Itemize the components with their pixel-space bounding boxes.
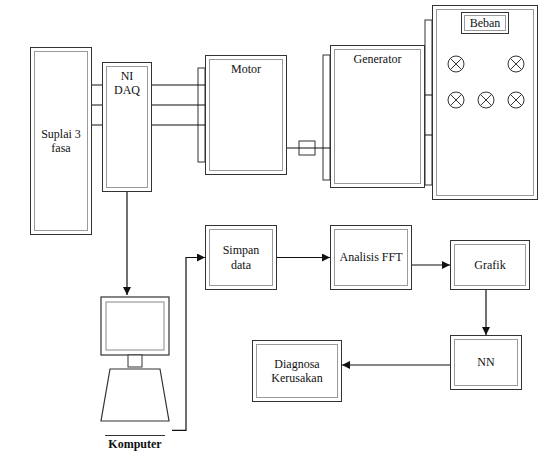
supply-box: Suplai 3 fasa bbox=[30, 47, 92, 235]
process-box: NN bbox=[450, 335, 522, 390]
power-line bbox=[92, 85, 102, 125]
signal-arrow bbox=[126, 192, 127, 295]
generator-flange bbox=[323, 55, 330, 180]
flow-arrow bbox=[485, 290, 486, 335]
box-label: Beban bbox=[461, 12, 510, 34]
process-box: Diagnosa Kerusakan bbox=[252, 340, 342, 402]
box-label: Diagnosa Kerusakan bbox=[259, 357, 335, 386]
box-label: Motor bbox=[231, 62, 261, 76]
box-label: NN bbox=[477, 355, 494, 369]
computer-symbol bbox=[98, 295, 172, 423]
box-label: Grafik bbox=[474, 258, 505, 272]
power-line bbox=[152, 85, 205, 125]
box-label: Generator bbox=[354, 52, 402, 66]
shaft-line bbox=[287, 147, 330, 148]
flow-arrow bbox=[342, 364, 450, 365]
load-box: Beban bbox=[432, 5, 538, 200]
box-label: Analisis FFT bbox=[339, 250, 402, 264]
flow-arrow bbox=[277, 257, 330, 258]
lamp-symbols bbox=[436, 50, 536, 120]
computer-icon: Komputer bbox=[98, 295, 172, 452]
power-line bbox=[425, 95, 432, 135]
box-label: Suplai 3 fasa bbox=[37, 127, 85, 156]
process-box: Analisis FFT bbox=[330, 225, 412, 290]
process-box: Grafik bbox=[450, 240, 530, 290]
generator-box: Generator bbox=[330, 45, 425, 188]
box-label: Simpan data bbox=[212, 243, 270, 272]
motor-box: Motor bbox=[205, 55, 287, 175]
process-box: Simpan data bbox=[205, 225, 277, 290]
motor-flange bbox=[198, 68, 205, 162]
load-flange bbox=[425, 20, 432, 185]
box-label: NI DAQ bbox=[109, 69, 145, 98]
box-label: Komputer bbox=[105, 435, 164, 452]
daq-box: NI DAQ bbox=[102, 62, 152, 192]
flow-arrow bbox=[412, 264, 450, 265]
flow-arrow bbox=[172, 258, 205, 431]
